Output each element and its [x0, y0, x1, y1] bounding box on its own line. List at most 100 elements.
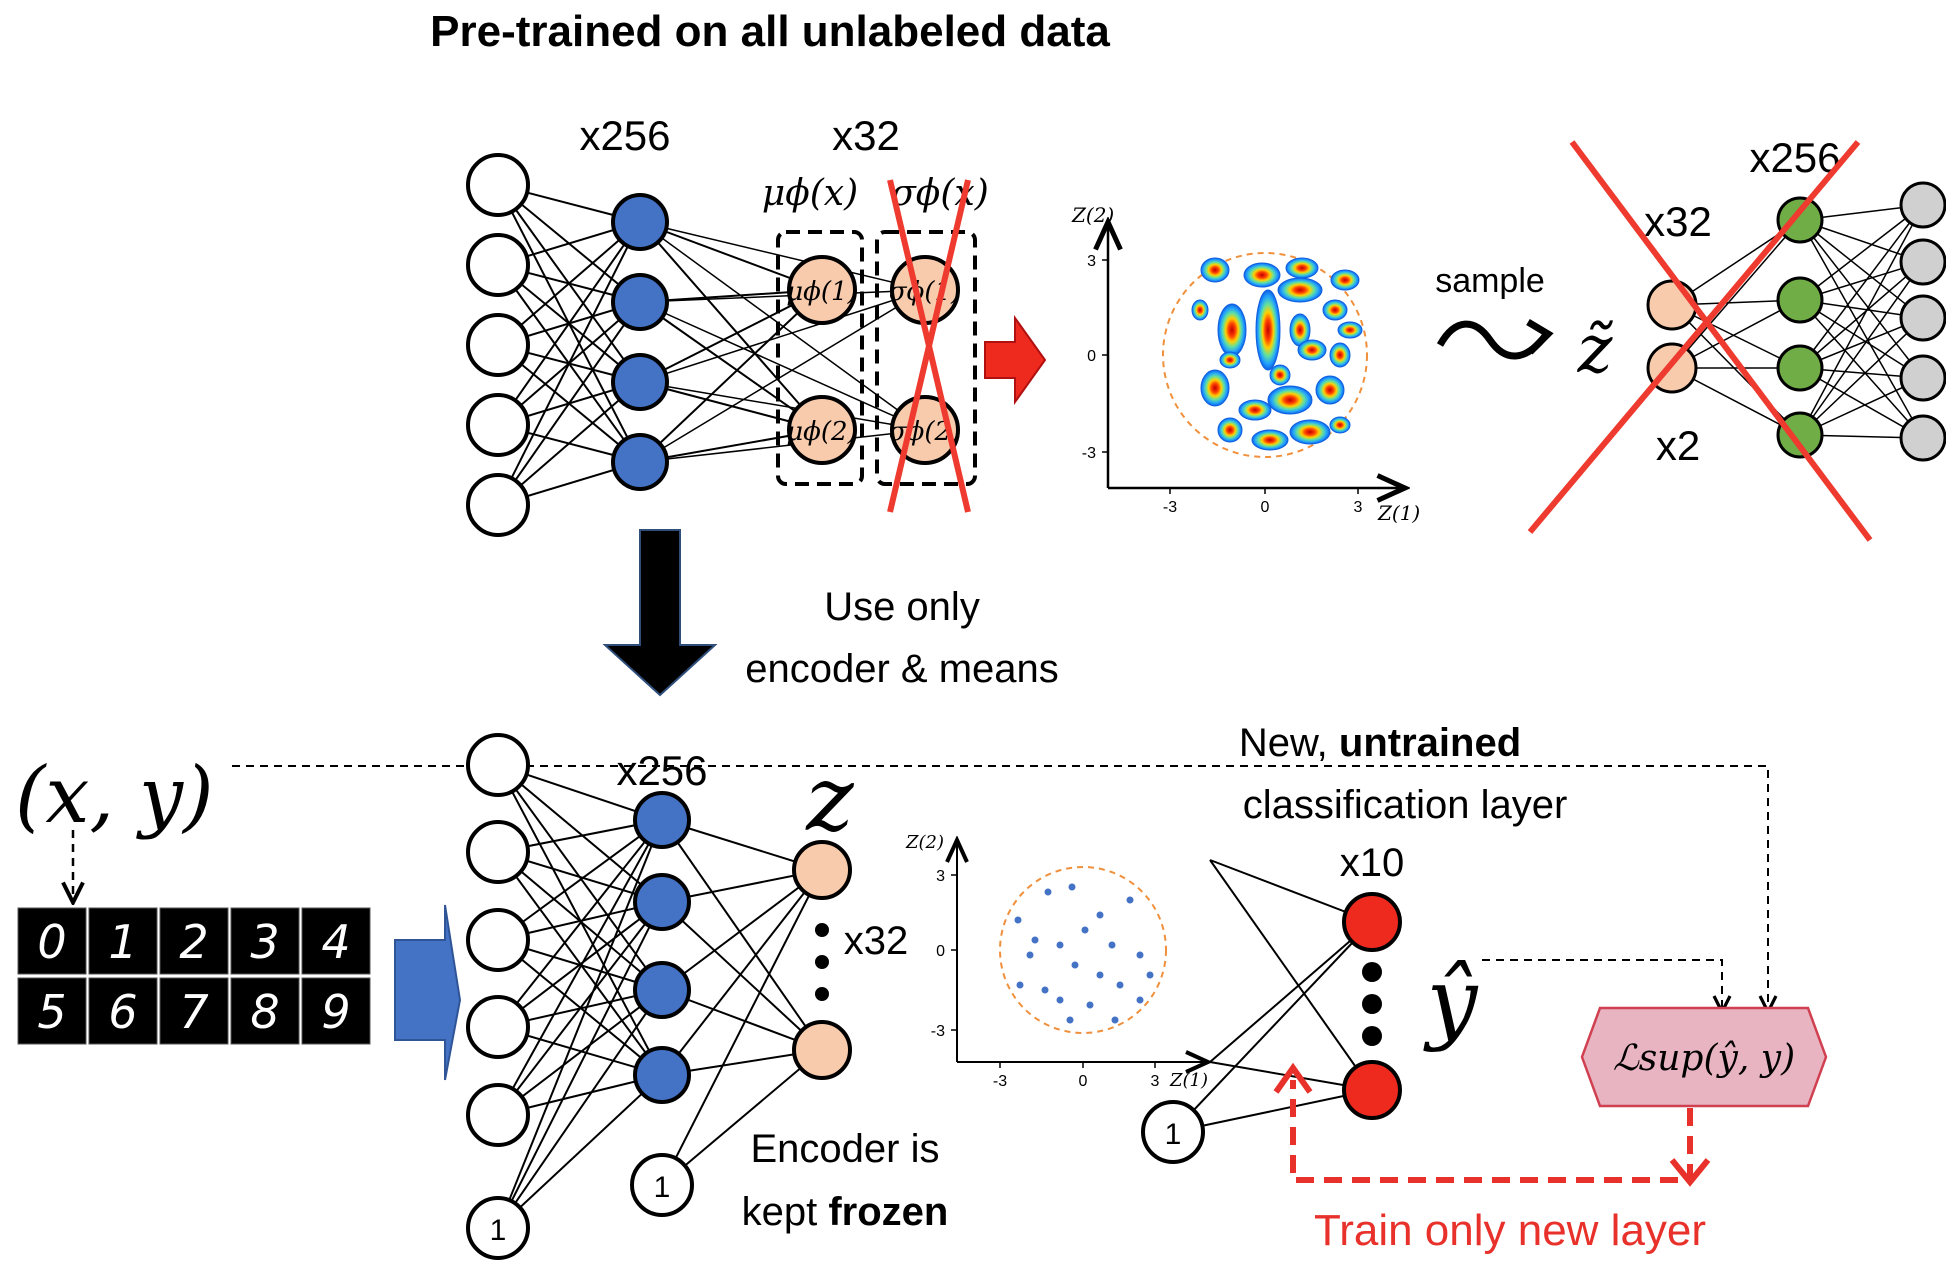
bias-class-node: 1 — [1141, 1100, 1205, 1164]
mnist-cell — [159, 977, 229, 1045]
latent-point — [1016, 981, 1024, 989]
mnist-cell — [159, 907, 229, 975]
train-arrow-head-up — [1273, 1062, 1313, 1094]
connection-line — [1799, 367, 1924, 439]
hidden-node — [611, 193, 669, 251]
mnist-digit: 9 — [321, 985, 350, 1039]
bottom-plot-yticks: 30-3 — [931, 868, 957, 1040]
decoder-cross-out — [1527, 140, 1873, 542]
connection-line — [1172, 921, 1373, 1133]
connection-line — [497, 221, 641, 426]
connection-line — [1799, 204, 1924, 369]
connection-line — [1209, 921, 1373, 1063]
connection-line — [639, 301, 823, 431]
decoder-hidden-layer — [1776, 196, 1824, 459]
mnist-cell — [301, 907, 371, 975]
hidden-node — [611, 273, 669, 331]
bottom-plot-prior-circle — [999, 866, 1167, 1034]
connection-line — [661, 819, 823, 1051]
z-tilde-label: z̃ — [1577, 311, 1614, 388]
latent-point — [1111, 1016, 1119, 1024]
gaussian-blob — [1200, 369, 1230, 407]
classification-layer — [1342, 892, 1402, 1120]
y-tick-label: 0 — [936, 943, 945, 960]
latent-point — [1146, 971, 1154, 979]
connection-line — [1671, 219, 1801, 369]
mnist-digit: 2 — [179, 915, 208, 969]
class-count: x10 — [1340, 841, 1405, 885]
connection-line — [1799, 317, 1924, 436]
label-to-loss-dashed-line — [232, 765, 1768, 1010]
mnist-digit: 1 — [108, 915, 137, 969]
gaussian-blob — [1219, 351, 1241, 369]
decoder-hidden-node — [1776, 344, 1824, 392]
y-tick-label: 3 — [936, 868, 945, 885]
connection-line — [661, 869, 823, 1076]
latent-point — [1026, 951, 1034, 959]
latent-point — [1096, 971, 1104, 979]
top-plot-yticks: 30-3 — [1082, 253, 1108, 462]
mu-node-1: μϕ(1) — [786, 255, 858, 325]
connection-line — [1799, 219, 1924, 319]
mnist-cell — [88, 907, 158, 975]
connection-line — [639, 221, 926, 431]
top-plot-ylabel: Z(2) — [1071, 203, 1114, 227]
gaussian-blob — [1217, 417, 1243, 443]
svg-text:1: 1 — [654, 1171, 671, 1204]
gaussian-blob — [1269, 364, 1291, 386]
connection-line — [497, 819, 663, 941]
svg-text:1: 1 — [490, 1214, 507, 1247]
connection-line — [497, 901, 663, 1229]
latent-point — [1136, 951, 1144, 959]
latent-point — [1056, 941, 1064, 949]
new-layer-line2: classification layer — [1243, 783, 1568, 827]
connection-line — [497, 819, 663, 1116]
top-plot-xlabel: Z(1) — [1377, 501, 1420, 525]
bottom-plot-ylabel: Z(2) — [905, 832, 944, 853]
x-tick-label: -3 — [1163, 499, 1177, 516]
connection-line — [661, 869, 823, 991]
decoder-output-node — [1899, 238, 1946, 286]
latent-point — [1086, 1001, 1094, 1009]
mnist-digit: 8 — [250, 985, 279, 1039]
input-node — [466, 393, 530, 457]
mnist-cell — [17, 907, 87, 975]
class-node — [1342, 892, 1402, 952]
bias-hidden-node: 1 — [630, 1153, 694, 1217]
gaussian-blob — [1251, 429, 1289, 451]
top-title: Pre-trained on all unlabeled data — [430, 7, 1110, 56]
z-node — [792, 1020, 852, 1080]
bottom-hidden-layer — [633, 791, 691, 1104]
mnist-cell — [230, 977, 300, 1045]
bottom-plot-xlabel: Z(1) — [1169, 1070, 1208, 1091]
gaussian-blob — [1243, 262, 1281, 288]
mnist-cell — [230, 907, 300, 975]
latent-point — [1066, 1016, 1074, 1024]
bias-input-node: 1 — [466, 1196, 530, 1260]
input-node — [466, 153, 530, 217]
red-right-arrow — [984, 314, 1047, 406]
bottom-z-layer — [792, 840, 852, 1080]
decoder-small-count: x2 — [1656, 422, 1700, 469]
connection-line — [1799, 261, 1924, 436]
bottom-input-layer — [466, 733, 530, 1147]
connection-line — [1209, 859, 1373, 1091]
sample-arrow-head — [1526, 318, 1554, 355]
svg-text:μϕ(1): μϕ(1) — [786, 277, 857, 307]
mu-node-2: μϕ(2) — [786, 395, 858, 465]
decoder-latent-count: x32 — [1644, 198, 1712, 245]
gaussian-blob — [1191, 299, 1209, 321]
latent-point — [1041, 986, 1049, 994]
z-count: x32 — [844, 919, 909, 963]
latent-point — [1068, 883, 1076, 891]
y-tick-label: -3 — [1082, 445, 1096, 462]
train-loop-arrow — [1290, 1080, 1693, 1183]
connection-line — [497, 221, 641, 506]
mnist-digit: 6 — [108, 985, 137, 1039]
sigma-header: σϕ(x) — [891, 173, 989, 214]
input-node — [466, 820, 530, 884]
use-only-line2: encoder & means — [745, 647, 1059, 691]
